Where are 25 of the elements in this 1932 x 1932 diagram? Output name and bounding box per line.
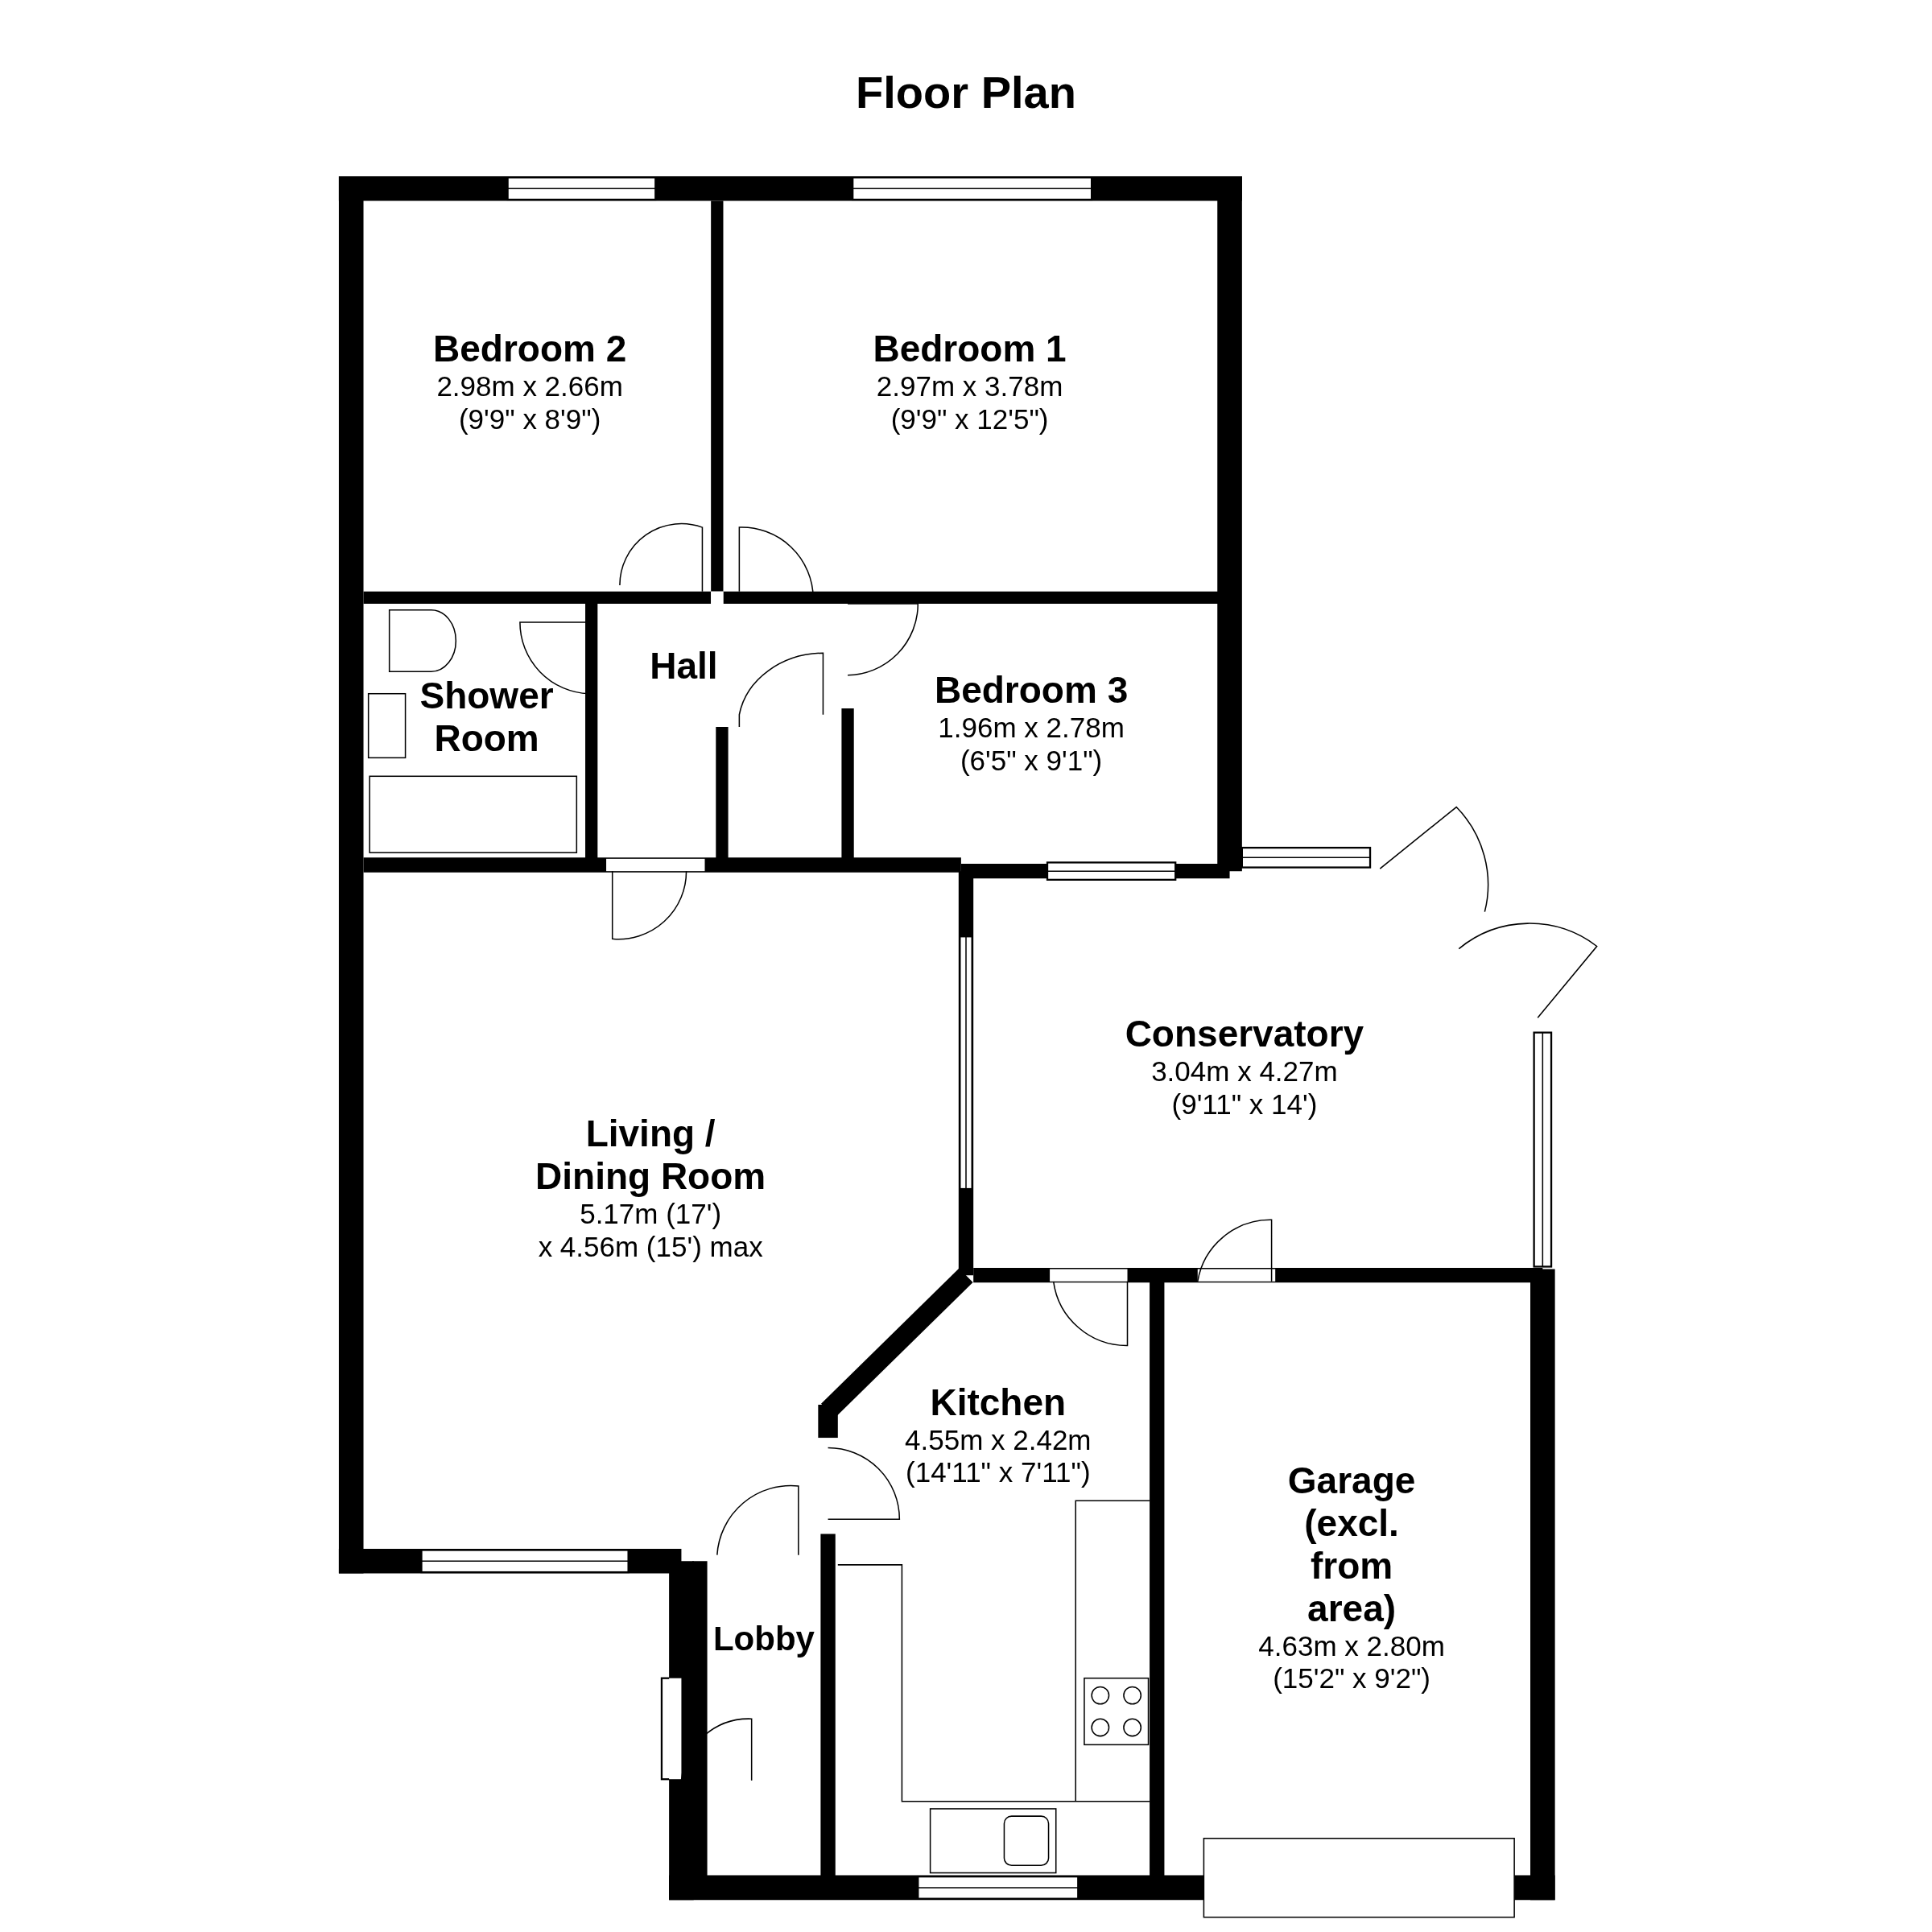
room-dimensions: 4.55m x 2.42m bbox=[905, 1424, 1092, 1457]
room-dimensions: 4.63m x 2.80m bbox=[1258, 1629, 1445, 1662]
room-dimensions: 2.97m x 3.78m bbox=[876, 370, 1063, 403]
room-dimensions: 5.17m (17') bbox=[580, 1198, 722, 1231]
room-dimensions: (15'2" x 9'2") bbox=[1273, 1662, 1430, 1695]
room-name: Garage (excl. from area) bbox=[1286, 1459, 1417, 1630]
room-dimensions: (9'9" x 8'9") bbox=[458, 402, 601, 436]
plan-title: Floor Plan bbox=[855, 66, 1077, 118]
room-name: Hall bbox=[650, 644, 718, 687]
room-dimensions: (9'9" x 12'5") bbox=[890, 402, 1049, 436]
room-name: Living / Dining Room bbox=[535, 1113, 767, 1199]
room-dimensions: (9'11" x 14') bbox=[1171, 1088, 1318, 1121]
room-name: Bedroom 1 bbox=[873, 328, 1067, 371]
room-name: Bedroom 2 bbox=[433, 328, 627, 371]
room-dimensions: 3.04m x 4.27m bbox=[1151, 1055, 1338, 1088]
room-dimensions: x 4.56m (15') max bbox=[538, 1230, 763, 1263]
room-dimensions: (6'5" x 9'1") bbox=[960, 744, 1103, 778]
room-dimensions: (14'11" x 7'11") bbox=[906, 1456, 1091, 1489]
room-dimensions: 1.96m x 2.78m bbox=[938, 712, 1125, 745]
room-name: Lobby bbox=[712, 1619, 815, 1658]
room-name: Shower Room bbox=[419, 674, 555, 760]
room-dimensions: 2.98m x 2.66m bbox=[436, 370, 623, 403]
room-name: Bedroom 3 bbox=[934, 669, 1129, 712]
room-name: Conservatory bbox=[1125, 1013, 1364, 1056]
room-name: Kitchen bbox=[930, 1381, 1067, 1425]
